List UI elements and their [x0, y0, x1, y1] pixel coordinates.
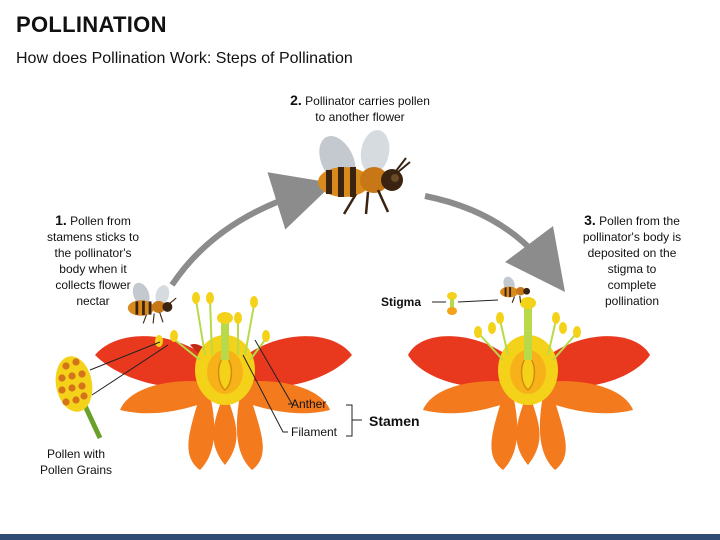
bee-icon-right — [500, 276, 531, 303]
pollen-grains — [58, 358, 88, 406]
step-1-line: body when it — [59, 262, 127, 276]
pollen-grain — [58, 374, 66, 382]
step-1-line: collects flower — [55, 278, 131, 292]
flower-left — [95, 292, 352, 470]
step-3-line: stigma to — [607, 262, 657, 276]
arrow-step1-to-step2 — [169, 172, 334, 287]
step-3-line: Pollen from the — [599, 214, 680, 228]
pollen-grain — [72, 358, 80, 366]
step-2-line: Pollinator carries pollen — [305, 94, 430, 108]
step-3-number: 3. — [584, 212, 596, 228]
pollen-grain — [80, 392, 88, 400]
step-2-number: 2. — [290, 92, 302, 108]
pollen-grain — [78, 382, 86, 390]
stigma-icon — [432, 292, 499, 315]
step-1-line: the pollinator's — [54, 246, 132, 260]
step-3-line: complete — [607, 278, 657, 292]
arrow-step2-to-step3 — [424, 193, 566, 292]
pollen-grain — [62, 398, 70, 406]
pollen-label-line: Pollen Grains — [39, 463, 113, 477]
pollen-grain — [68, 372, 76, 380]
filament-label: Filament — [291, 425, 338, 439]
flower-right — [408, 297, 650, 470]
bee-icon-flying — [318, 130, 411, 215]
anther-callout-line — [254, 339, 293, 405]
pollen-grain — [78, 370, 86, 378]
anther-label: Anther — [291, 397, 327, 411]
pollen-label: Pollen with Pollen Grains — [36, 446, 116, 478]
step-1-text: 1. Pollen from stamens sticks to the pol… — [28, 212, 158, 309]
pollen-callout-line — [89, 341, 161, 371]
pollen-anther-icon — [55, 356, 103, 440]
pollen-grain — [68, 384, 76, 392]
step-1-line: nectar — [76, 294, 110, 308]
step-3-line: pollination — [604, 294, 660, 308]
step-1-number: 1. — [55, 212, 67, 228]
page-title: POLLINATION — [16, 12, 167, 37]
stamen-bracket — [346, 404, 362, 437]
pollen-grain — [58, 386, 66, 394]
step-1-line: stamens sticks to — [46, 230, 140, 244]
step-2-text: 2. Pollinator carries pollen to another … — [265, 92, 455, 125]
page-subtitle: How does Pollination Work: Steps of Poll… — [16, 50, 353, 67]
bottom-bar — [0, 534, 720, 540]
pollen-label-line: Pollen with — [46, 447, 106, 461]
step-2-line: to another flower — [315, 110, 405, 124]
bee-icon-left — [127, 282, 177, 324]
pollen-callout-line-2 — [91, 344, 169, 396]
step-3-line: deposited on the — [587, 246, 677, 260]
step-3-line: pollinator's body is — [582, 230, 682, 244]
stamen-label: Stamen — [369, 413, 420, 429]
filament-callout-line — [242, 354, 288, 433]
stigma-label: Stigma — [381, 295, 422, 309]
pollen-grain — [62, 362, 70, 370]
step-1-line: Pollen from — [70, 214, 131, 228]
step-3-text: 3. Pollen from the pollinator's body is … — [562, 212, 702, 309]
pollen-grain — [72, 396, 80, 404]
